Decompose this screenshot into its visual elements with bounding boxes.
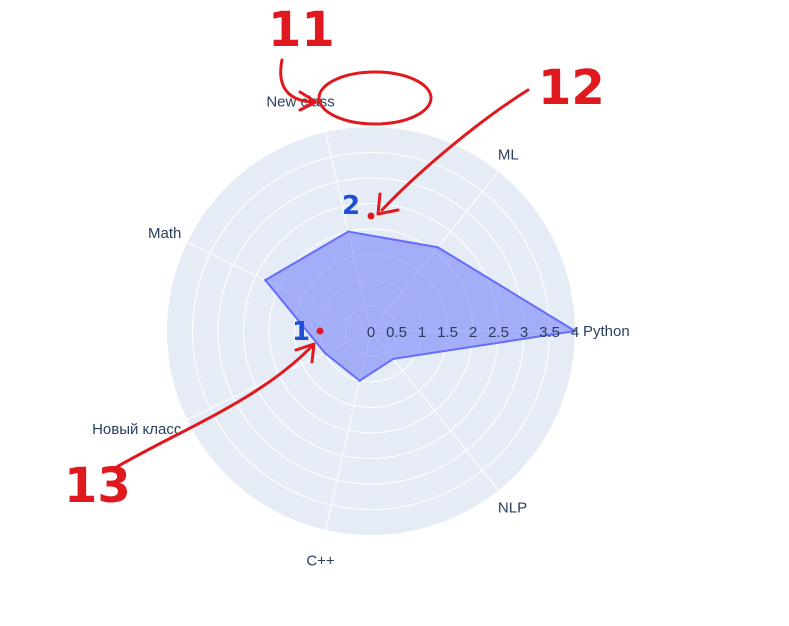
highlight-point-novyi-klass [316, 327, 324, 335]
annotation-overlay: 11 12 13 2 1 [64, 2, 605, 514]
annotation-number-12: 12 [538, 60, 605, 116]
radial-tick-labels: 0 0.5 1 1.5 2 2.5 3 3.5 4 [367, 324, 579, 341]
radial-tick-label: 2.5 [488, 324, 509, 341]
axis-label-0: Python [583, 323, 630, 340]
series-point-0 [573, 329, 577, 333]
series-point-5 [358, 379, 361, 382]
series-polygon-0 [264, 230, 576, 382]
radial-tick-label: 0 [367, 324, 375, 341]
annotation-arrow-12 [380, 88, 530, 212]
radial-tick-label: 1.5 [437, 324, 458, 341]
radial-tick-label: 4 [571, 324, 579, 341]
radial-tick-label: 2 [469, 324, 477, 341]
annotation-arrow-11 [279, 58, 314, 104]
annotation-number-13: 13 [64, 458, 131, 514]
radial-tick-label: 3.5 [539, 324, 560, 341]
series-point-6 [392, 357, 395, 361]
annotation-point-label-2: 2 [342, 191, 360, 221]
annotation-arrowhead-11 [298, 90, 318, 112]
axis-label-4: Новый класс [92, 421, 182, 438]
series-layer [264, 230, 577, 382]
annotation-point-label-1: 1 [292, 317, 310, 347]
annotation-arrowhead-13 [294, 342, 316, 364]
radial-tick-label: 0.5 [386, 324, 407, 341]
series-point-2 [347, 230, 350, 233]
axis-label-6: NLP [498, 500, 527, 517]
axis-label-1: ML [498, 146, 519, 163]
annotation-number-11: 11 [268, 2, 335, 58]
radial-tick-label: 3 [520, 324, 528, 341]
highlight-point-new-class [367, 212, 375, 220]
annotation-arrow-13 [113, 344, 314, 470]
annotation-circle [317, 70, 433, 126]
series-point-4 [323, 351, 327, 355]
series-point-3 [264, 278, 267, 282]
radial-tick-label: 1 [418, 324, 426, 341]
series-point-1 [436, 246, 439, 249]
axis-label-3: Math [148, 225, 181, 242]
annotation-arrowhead-12 [376, 192, 400, 216]
axis-label-5: C++ [306, 552, 335, 569]
